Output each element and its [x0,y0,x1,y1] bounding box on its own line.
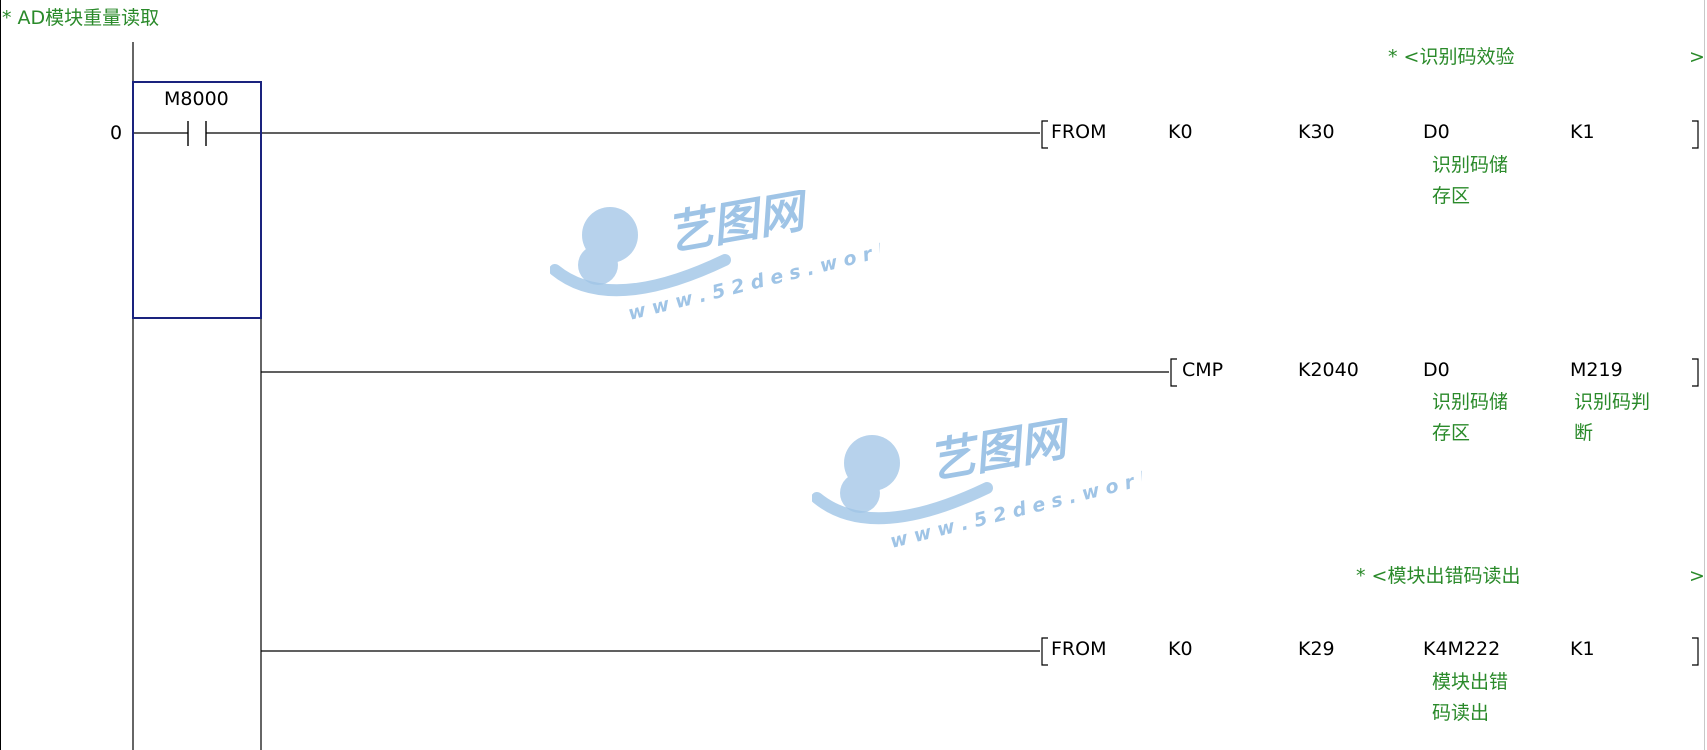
rung2-instruction[interactable]: CMP [1182,359,1224,381]
rung2-operand-2-label-line2: 存区 [1432,422,1471,444]
watermark-logo-1: 艺图网 w w w . 5 2 d e s . w o r k [550,190,880,325]
rung2-operand-2[interactable]: D0 [1423,359,1450,381]
rung1-operand-3-label-line2: 存区 [1432,185,1471,207]
step-number: 0 [110,122,123,144]
rung1-comment: * <识别码效验 [1388,46,1515,68]
rung2-operand-1[interactable]: K2040 [1298,359,1359,381]
watermark-brand-1: 艺图网 [663,190,814,261]
rung2-operand-3-label-line1: 识别码判 [1574,391,1651,413]
rung2-operand-3-label-line2: 断 [1574,422,1594,444]
rung1-operand-3[interactable]: D0 [1423,121,1450,143]
rung3-operand-3[interactable]: K4M222 [1423,638,1501,660]
selection-cursor [132,81,262,319]
rung1-bracket-right [1692,120,1699,149]
rung3-operand-4[interactable]: K1 [1570,638,1595,660]
rung2-operand-3[interactable]: M219 [1570,359,1623,381]
rung2-operand-2-label-line1: 识别码储 [1432,391,1509,413]
contact-m8000[interactable]: M8000 [164,88,229,110]
rung3-instruction[interactable]: FROM [1051,638,1107,660]
rung3-operand-1[interactable]: K0 [1168,638,1193,660]
rung2-bracket-right [1692,358,1699,387]
rung3-operand-2[interactable]: K29 [1298,638,1335,660]
rung3-bracket-left [1041,637,1048,666]
watermark-brand-2: 艺图网 [925,418,1076,489]
rung3-comment: * <模块出错码读出 [1356,565,1521,587]
rung1-operand-2[interactable]: K30 [1298,121,1335,143]
rung1-operand-3-label-line1: 识别码储 [1432,154,1509,176]
rung3-operand-3-label-line1: 模块出错 [1432,671,1509,693]
rung1-comment-end: > [1689,46,1705,68]
block-title-comment: * AD模块重量读取 [2,7,160,29]
rung1-instruction[interactable]: FROM [1051,121,1107,143]
watermark-logo-2: 艺图网 w w w . 5 2 d e s . w o r k [812,418,1142,553]
rung1-bracket-left [1041,120,1048,149]
rung3-operand-3-label-line2: 码读出 [1432,702,1490,724]
rung3-comment-end: > [1689,565,1705,587]
right-edge-line [1704,0,1705,750]
rung1-operand-4[interactable]: K1 [1570,121,1595,143]
rung2-bracket-left [1170,358,1177,387]
rung1-operand-1[interactable]: K0 [1168,121,1193,143]
rung3-bracket-right [1692,637,1699,666]
